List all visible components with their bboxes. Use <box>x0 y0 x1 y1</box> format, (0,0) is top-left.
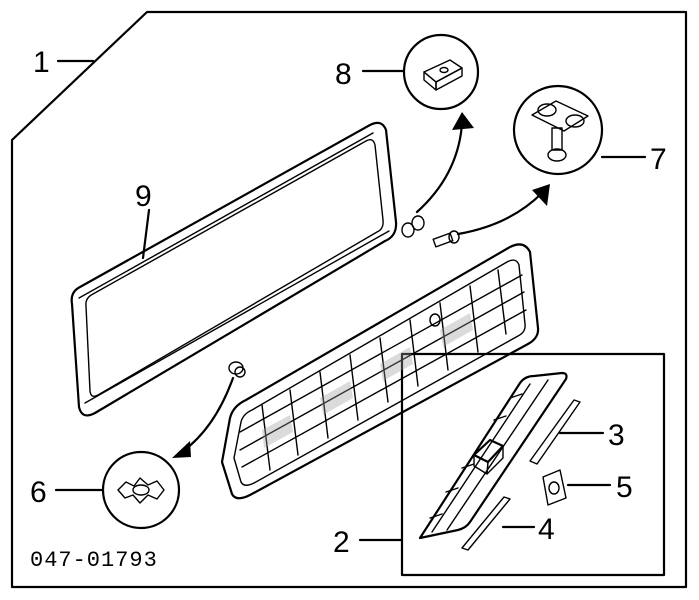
arrow-to-8 <box>415 112 474 214</box>
bolt-fastener <box>432 230 460 248</box>
callout-2: 2 <box>333 526 350 559</box>
trim-strip-2 <box>418 371 568 540</box>
strip-part-3 <box>529 399 581 465</box>
assembly-frame-1 <box>10 10 688 589</box>
clip-fastener-top <box>401 215 425 238</box>
fastener-part-7 <box>512 84 604 176</box>
nut-part-8 <box>402 33 480 111</box>
callout-5: 5 <box>616 471 633 504</box>
callout-3: 3 <box>608 419 625 452</box>
arrow-to-7 <box>456 184 550 236</box>
callout-7: 7 <box>650 143 667 176</box>
seal-ring-9 <box>70 121 398 417</box>
clip-part-5 <box>542 469 567 506</box>
mount-pins <box>429 393 523 519</box>
arrow-to-6 <box>172 376 235 458</box>
callout-4: 4 <box>538 513 555 546</box>
callout-6: 6 <box>30 476 47 509</box>
clip-part-6 <box>101 450 181 530</box>
front-grille <box>220 243 540 500</box>
callout-1: 1 <box>33 46 50 79</box>
strip-part-4 <box>461 496 511 551</box>
callout-8: 8 <box>335 58 352 91</box>
callout-9: 9 <box>135 180 152 213</box>
clip-fastener-left <box>228 361 246 378</box>
diagram-part-number: 047-01793 <box>30 548 158 573</box>
subassembly-frame-2 <box>400 352 666 577</box>
